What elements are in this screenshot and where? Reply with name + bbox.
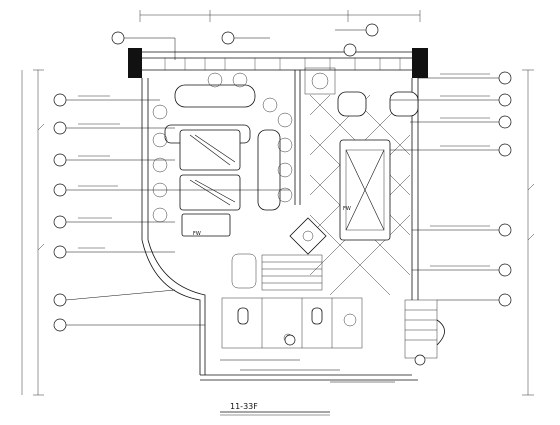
stair-block <box>231 253 323 291</box>
window-hatching <box>164 58 401 70</box>
callout-tag <box>53 245 67 259</box>
top-callouts <box>111 23 379 60</box>
right-callouts <box>390 71 512 307</box>
restroom-block <box>221 297 363 349</box>
lounge-furniture <box>164 84 281 237</box>
callout-tag <box>365 23 379 37</box>
callout-tag <box>498 263 512 277</box>
callout-tag <box>53 293 67 307</box>
armchairs <box>304 67 419 117</box>
bottom-stair <box>404 299 445 359</box>
drawing-title: 11-33F <box>230 402 258 411</box>
left-dimension <box>21 69 44 396</box>
plan-note: FW <box>193 231 201 237</box>
title-block: 11-33F <box>220 402 330 416</box>
diamond-feature <box>289 217 327 255</box>
plan-labels: FW FW <box>193 206 351 237</box>
top-dimension <box>139 10 421 22</box>
callout-tag <box>53 121 67 135</box>
exterior-walls <box>128 48 428 381</box>
callout-tag <box>221 31 235 45</box>
plan-note: FW <box>343 206 351 212</box>
bottom-callouts <box>220 334 426 383</box>
callout-tag <box>498 143 512 157</box>
game-table <box>339 139 391 241</box>
callout-tag <box>498 115 512 129</box>
stools <box>152 72 293 223</box>
callout-tag <box>53 318 67 332</box>
callout-tag <box>498 223 512 237</box>
callout-tag <box>343 43 357 57</box>
callout-tag <box>111 31 125 45</box>
callout-tag <box>53 183 67 197</box>
callout-tag <box>414 354 426 366</box>
dimension-ticks <box>37 123 535 251</box>
callout-tag <box>53 93 67 107</box>
right-dimension <box>522 69 534 396</box>
callout-tag <box>498 93 512 107</box>
partition-wall <box>294 70 301 205</box>
left-callouts <box>53 93 290 332</box>
callout-tag <box>53 215 67 229</box>
callout-tag <box>284 334 296 346</box>
callout-tag <box>53 153 67 167</box>
callout-tag <box>498 71 512 85</box>
callout-tag <box>498 293 512 307</box>
